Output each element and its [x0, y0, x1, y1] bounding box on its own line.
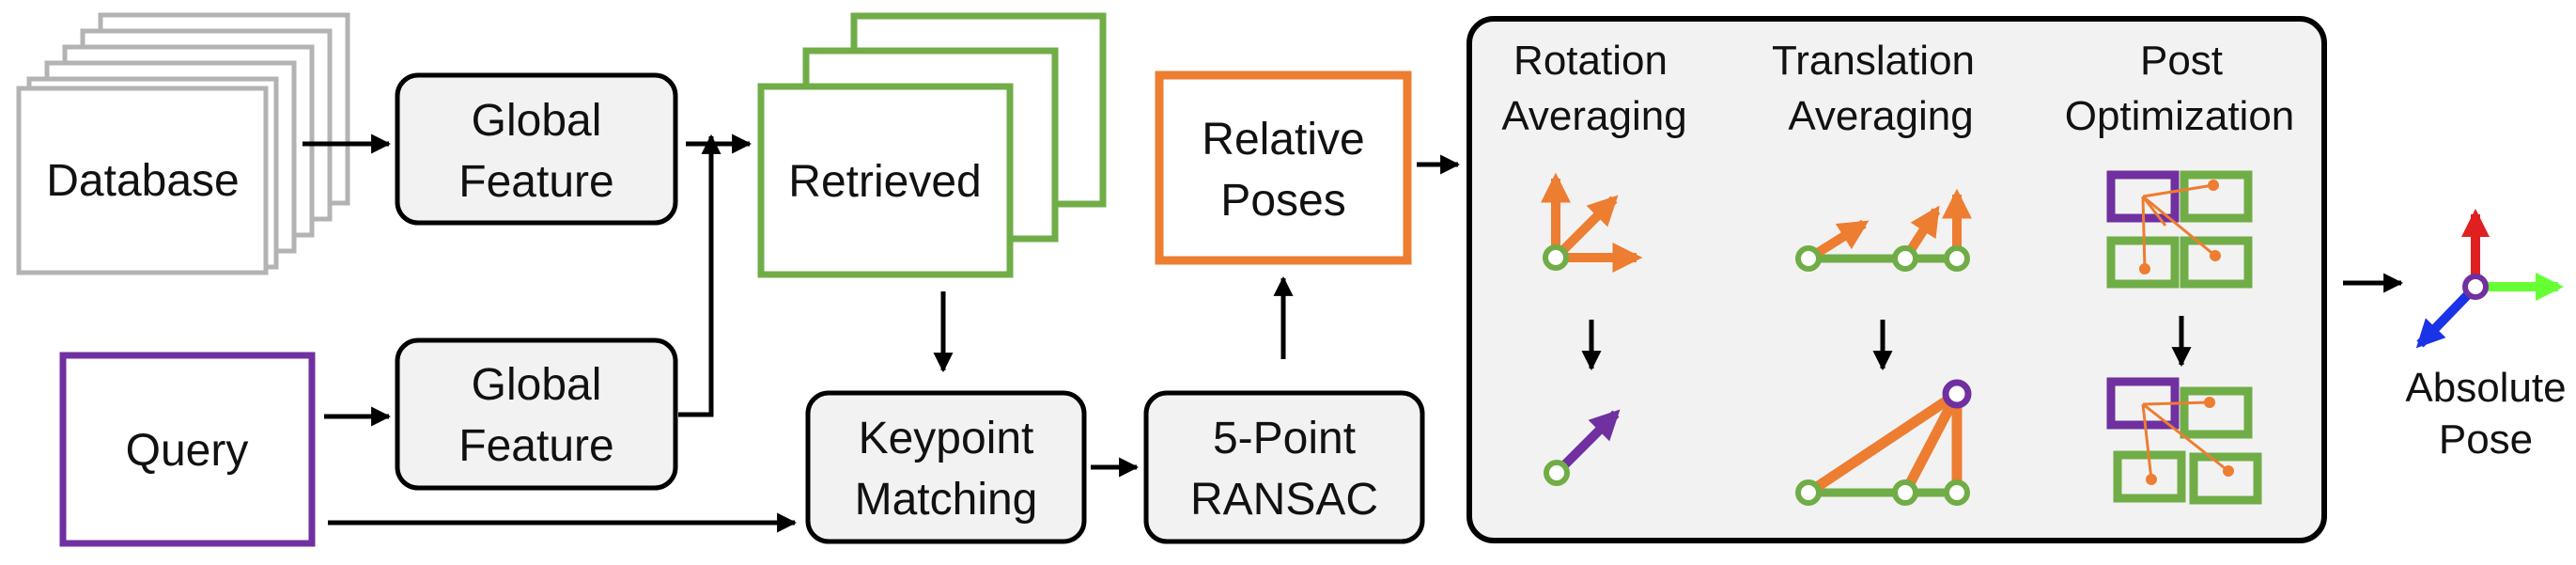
- flow-arrows: [303, 133, 2404, 478]
- global-feature-bottom-line1: Global: [472, 360, 602, 410]
- keypoint-matching-line2: Matching: [855, 475, 1038, 525]
- absolute-pose-axes-icon: [2415, 209, 2564, 349]
- retrieved-label: Retrieved: [788, 157, 981, 207]
- arrow-bottom-feature-up: [678, 133, 722, 417]
- post-opt-after-icon: [2106, 377, 2262, 505]
- database-label: Database: [46, 156, 239, 206]
- global-feature-top-line1: Global: [472, 96, 602, 146]
- global-feature-bottom-line2: Feature: [458, 421, 613, 471]
- post-optimization-line2: Optimization: [2065, 93, 2295, 139]
- translation-before-icon: [1795, 188, 1973, 272]
- relative-poses-line2: Poses: [1220, 176, 1345, 226]
- translation-after-icon: [1795, 379, 1972, 506]
- relative-poses-box: [1155, 71, 1412, 265]
- keypoint-matching-box: [805, 390, 1087, 544]
- translation-averaging-line1: Translation: [1772, 38, 1975, 84]
- rotation-after-icon: [1544, 409, 1621, 486]
- keypoint-matching-line1: Keypoint: [859, 414, 1034, 463]
- query-label: Query: [126, 426, 249, 476]
- global-feature-bottom-box: [395, 337, 678, 491]
- query-box: [59, 352, 316, 547]
- rotation-averaging-line1: Rotation: [1513, 38, 1668, 84]
- translation-averaging-line2: Averaging: [1788, 93, 1973, 139]
- ransac-box: [1143, 390, 1425, 544]
- rotation-averaging-line2: Averaging: [1501, 93, 1686, 139]
- database-stack: [16, 12, 350, 275]
- ransac-line1: 5-Point: [1213, 414, 1356, 463]
- relative-poses-line1: Relative: [1202, 115, 1364, 165]
- retrieved-stack: [757, 12, 1107, 278]
- absolute-pose-line1: Absolute: [2405, 365, 2566, 411]
- rotation-before-icon: [1540, 172, 1643, 274]
- global-feature-top-box: [395, 72, 678, 226]
- absolute-pose-line2: Pose: [2439, 416, 2533, 463]
- post-opt-before-icon: [2106, 170, 2253, 289]
- ransac-line2: RANSAC: [1190, 475, 1378, 525]
- global-feature-top-line2: Feature: [458, 157, 613, 207]
- post-optimization-line1: Post: [2140, 38, 2223, 84]
